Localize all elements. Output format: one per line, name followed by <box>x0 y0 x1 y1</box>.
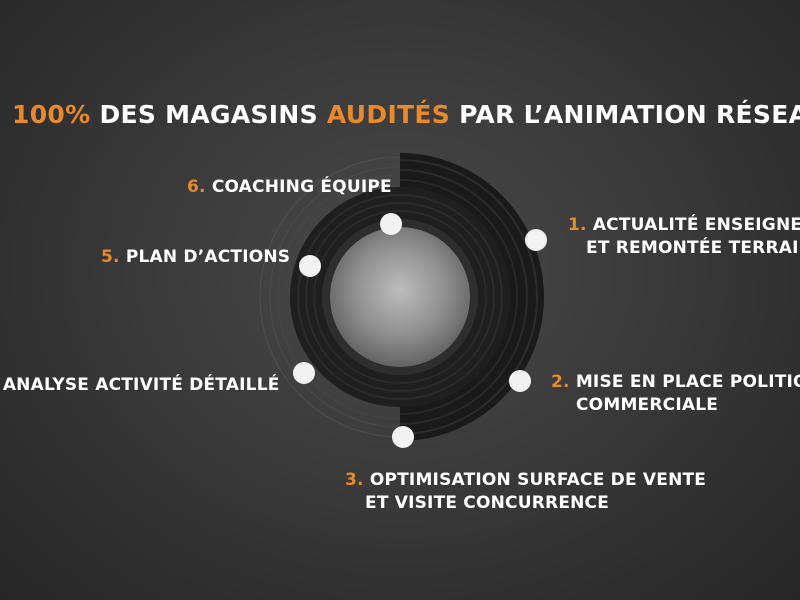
progress-arc-groove <box>399 179 518 415</box>
title-highlight-percent: 100% <box>12 100 91 129</box>
step-number: 5. <box>101 247 120 267</box>
step-label-1: 1. ACTUALITÉ ENSEIGNE ET REMONTÉE TERRAI… <box>568 214 800 260</box>
step-label-3: 3. OPTIMISATION SURFACE DE VENTE ET VISI… <box>345 469 706 515</box>
progress-arc-groove <box>399 169 528 425</box>
step-text: ANALYSE ACTIVITÉ DÉTAILLÉ <box>2 375 280 395</box>
title-highlight-audites: AUDITÉS <box>326 100 451 129</box>
title-text: DES MAGASINS <box>90 100 327 129</box>
progress-arc-groove <box>399 159 538 435</box>
ring-groove <box>313 210 487 384</box>
step-text: COMMERCIALE <box>576 395 719 415</box>
step-text: OPTIMISATION SURFACE DE VENTE <box>369 470 707 490</box>
step-number: 2. <box>551 372 570 392</box>
step-label-4: 4. ANALYSE ACTIVITÉ DÉTAILLÉ <box>0 374 280 397</box>
title-text-end: PAR L’ANIMATION RÉSEAU <box>450 100 800 129</box>
ring-groove <box>305 202 495 392</box>
step-number: 1. <box>568 215 587 235</box>
step-dot-3 <box>392 426 414 448</box>
step-text: COACHING ÉQUIPE <box>211 177 392 197</box>
step-dot-1 <box>525 229 547 251</box>
step-text: PLAN D’ACTIONS <box>125 247 291 267</box>
progress-arc <box>400 153 544 441</box>
step-dot-4 <box>293 362 315 384</box>
ring-groove <box>297 194 503 400</box>
step-text: MISE EN PLACE POLITIQUE <box>575 372 800 392</box>
step-dot-6 <box>380 213 402 235</box>
step-text: ET REMONTÉE TERRAIN <box>586 238 800 258</box>
step-label-2: 2. MISE EN PLACE POLITIQUE COMMERCIALE <box>551 371 800 417</box>
step-text: ACTUALITÉ ENSEIGNE <box>592 215 800 235</box>
center-hub <box>330 227 470 367</box>
step-dot-5 <box>299 255 321 277</box>
step-number: 3. <box>345 470 364 490</box>
step-number: 6. <box>187 177 206 197</box>
step-label-5: 5. PLAN D’ACTIONS <box>101 246 290 269</box>
step-text: ET VISITE CONCURRENCE <box>365 493 610 513</box>
page-title: 100% DES MAGASINS AUDITÉS PAR L’ANIMATIO… <box>12 100 800 129</box>
step-dot-2 <box>509 370 531 392</box>
step-label-6: 6. COACHING ÉQUIPE <box>187 176 392 199</box>
